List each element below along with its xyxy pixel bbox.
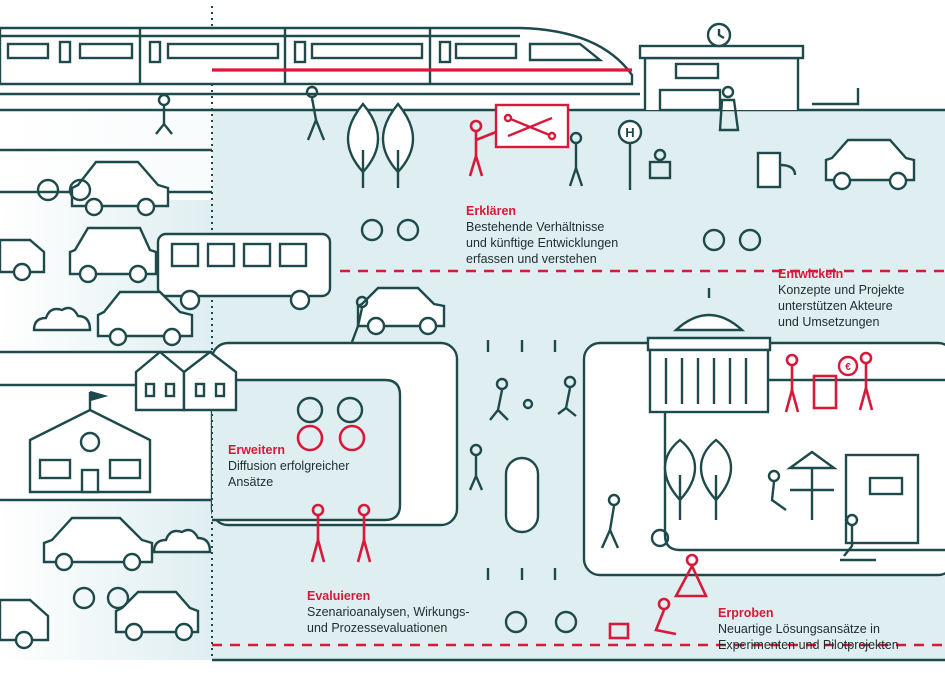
stage-description: Bestehende Verhältnisse und künftige Ent… xyxy=(466,220,619,266)
stage-erproben: Erproben Neuartige Lösungsansätze in Exp… xyxy=(718,605,899,653)
car-icon xyxy=(0,138,916,650)
people-figures-red xyxy=(310,119,874,640)
cloud-icon xyxy=(32,306,212,554)
stage-title: Evaluieren xyxy=(307,589,371,603)
center-dashes xyxy=(486,340,557,580)
bus-stop-letter: H xyxy=(625,125,634,140)
bus-stop-sign-icon xyxy=(617,119,643,190)
stage-entwickeln: Entwickeln Konzepte und Projekte unterst… xyxy=(778,266,904,330)
park-island xyxy=(504,456,540,534)
house-icon xyxy=(134,350,238,412)
stage-description: Diffusion erfolgreicher Ansätze xyxy=(228,459,350,489)
bicycle-icon-red xyxy=(296,424,366,452)
money-symbol: € xyxy=(845,362,851,373)
bus-icon xyxy=(156,232,332,311)
strategy-board-icon xyxy=(494,103,570,149)
stage-title: Erklären xyxy=(466,204,517,218)
stage-title: Erweitern xyxy=(228,443,285,457)
stage-title: Erproben xyxy=(718,606,774,620)
money-bag-icon xyxy=(837,355,859,377)
train-icon xyxy=(0,26,640,96)
stage-description: Szenarioanalysen, Wirkungs- und Prozesse… xyxy=(307,605,470,635)
cafe-icon xyxy=(786,450,920,545)
stage-description: Konzepte und Projekte unterstützen Akteu… xyxy=(778,283,905,329)
stage-erklaeren: Erklären Bestehende Verhältnisse und kün… xyxy=(466,203,618,267)
stage-title: Entwickeln xyxy=(778,267,844,281)
process-dashes xyxy=(212,269,945,647)
stage-erweitern: Erweitern Diffusion erfolgreicher Ansätz… xyxy=(228,442,349,490)
city-hall-icon xyxy=(646,288,772,414)
people-figures xyxy=(155,85,876,562)
bicycle-icon xyxy=(36,178,762,634)
tree-icon xyxy=(346,102,733,520)
charging-station-icon xyxy=(756,151,797,189)
train-station xyxy=(638,22,860,112)
school-icon xyxy=(28,390,152,494)
stage-description: Neuartige Lösungsansätze in Experimenten… xyxy=(718,622,899,652)
stage-evaluieren: Evaluieren Szenarioanalysen, Wirkungs- u… xyxy=(307,588,470,636)
